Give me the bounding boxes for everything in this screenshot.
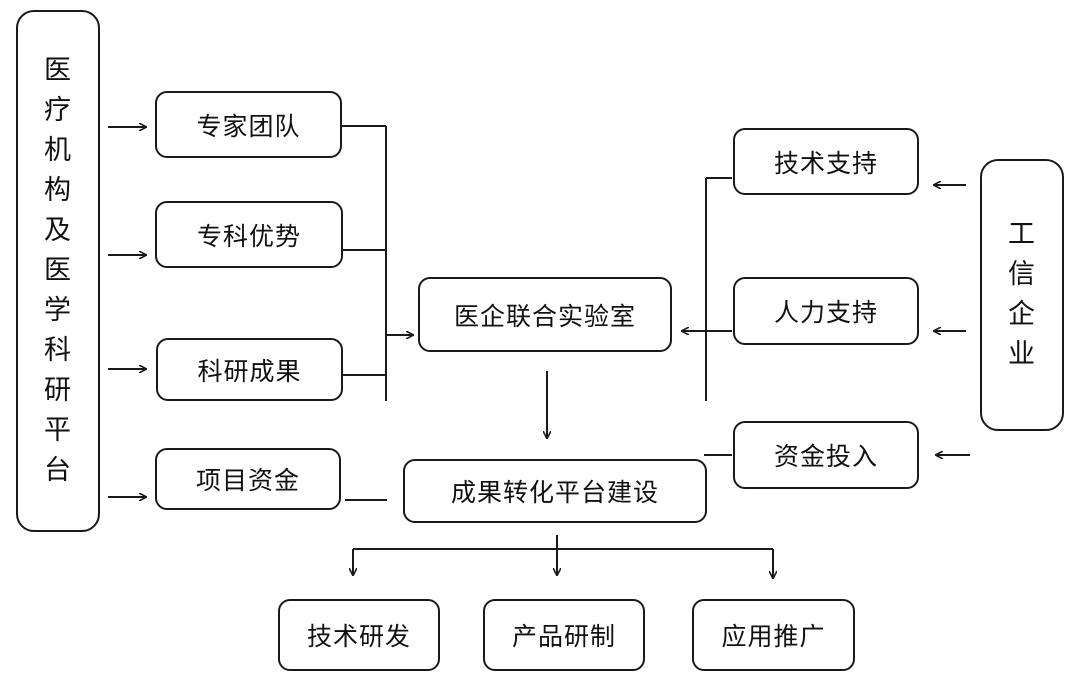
project-funding-box: 项目资金 (155, 448, 341, 510)
tech-rnd-box: 技术研发 (278, 599, 440, 671)
industry-enterprise-box: 工信企业 (980, 159, 1064, 431)
vertical-char: 台 (44, 455, 72, 486)
hr-support-box: 人力支持 (733, 277, 919, 345)
vertical-char: 工 (1008, 219, 1036, 250)
vertical-char: 机 (44, 135, 72, 166)
vertical-char: 业 (1008, 339, 1036, 370)
vertical-char: 医 (44, 55, 72, 86)
expert-team-box: 专家团队 (155, 91, 342, 158)
vertical-char: 科 (44, 335, 72, 366)
vertical-char: 学 (44, 295, 72, 326)
specialty-advantage-box: 专科优势 (155, 201, 343, 268)
product-rnd-box: 产品研制 (483, 599, 645, 671)
transformation-platform-box: 成果转化平台建设 (403, 459, 707, 523)
vertical-char: 构 (44, 175, 72, 206)
vertical-char: 医 (44, 255, 72, 286)
vertical-char: 研 (44, 375, 72, 406)
tech-support-box: 技术支持 (733, 128, 919, 195)
vertical-char: 疗 (44, 95, 72, 126)
joint-lab-box: 医企联合实验室 (418, 277, 672, 352)
medical-research-platform-box: 医疗机构及医学科研平台 (16, 10, 100, 532)
vertical-char: 及 (44, 215, 72, 246)
capital-investment-box: 资金投入 (733, 421, 919, 489)
promotion-box: 应用推广 (692, 599, 855, 671)
vertical-char: 企 (1008, 299, 1036, 330)
vertical-char: 信 (1008, 259, 1036, 290)
research-results-box: 科研成果 (156, 338, 343, 401)
vertical-char: 平 (44, 415, 72, 446)
